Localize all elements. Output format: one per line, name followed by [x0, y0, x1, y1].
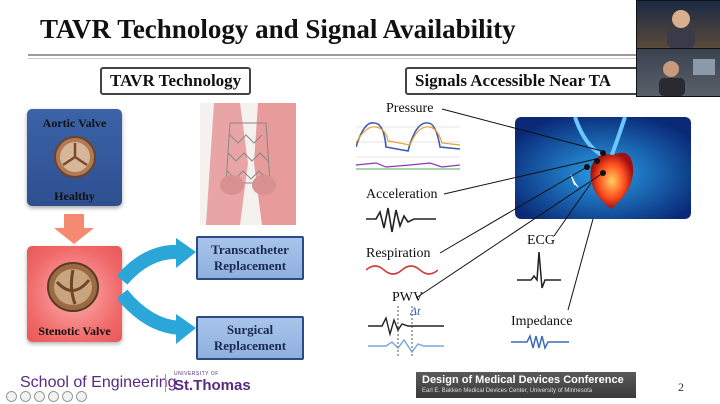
- pressure-waveform: [356, 117, 460, 175]
- down-arrow-icon: [52, 214, 96, 244]
- healthy-valve-image: [53, 135, 97, 179]
- pwv-waveform: [368, 306, 444, 358]
- stenotic-valve-box: Stenotic Valve: [27, 246, 122, 342]
- next-slide-icon[interactable]: [20, 391, 31, 402]
- conference-banner: Design of Medical Devices Conference Ear…: [416, 372, 636, 398]
- slide-title: TAVR Technology and Signal Availability: [40, 14, 516, 45]
- presenter-video-icon: [637, 1, 720, 48]
- title-rule-thin: [28, 58, 718, 59]
- signals-header: Signals Accessible Near TA: [405, 67, 650, 95]
- surgical-line1: Surgical: [227, 322, 273, 338]
- tavr-technology-header: TAVR Technology: [100, 67, 251, 95]
- more-options-icon[interactable]: [76, 391, 87, 402]
- page-number: 2: [678, 380, 684, 395]
- aortic-valve-label: Aortic Valve: [27, 116, 122, 131]
- pressure-label: Pressure: [386, 101, 433, 117]
- surgical-replacement-box: Surgical Replacement: [196, 316, 304, 360]
- curved-arrows: [118, 230, 198, 350]
- conference-title: Design of Medical Devices Conference: [422, 374, 624, 386]
- transcatheter-replacement-box: Transcatheter Replacement: [196, 236, 304, 280]
- impedance-label: Impedance: [511, 314, 572, 330]
- prev-slide-icon[interactable]: [6, 391, 17, 402]
- zoom-icon[interactable]: [62, 391, 73, 402]
- impedance-waveform: [511, 333, 569, 351]
- stent-image: [200, 103, 296, 225]
- conference-subtitle: Earl E. Bakken Medical Devices Center, U…: [422, 388, 592, 394]
- heart-image: [515, 117, 691, 219]
- stenotic-valve-image: [45, 260, 101, 314]
- camera-feed-2[interactable]: [636, 48, 720, 97]
- transcatheter-line2: Replacement: [214, 258, 286, 274]
- respiration-label: Respiration: [366, 246, 431, 262]
- respiration-waveform: [366, 262, 438, 278]
- footer-divider: [165, 374, 166, 392]
- participant-video-icon: [637, 49, 720, 96]
- pen-tool-icon[interactable]: [34, 391, 45, 402]
- title-rule: [28, 54, 718, 56]
- ecg-waveform: [517, 250, 561, 292]
- healthy-label: Healthy: [27, 189, 122, 204]
- camera-feed-1[interactable]: [636, 0, 720, 49]
- surgical-line2: Replacement: [214, 338, 286, 354]
- ecg-label: ECG: [527, 233, 555, 249]
- transcatheter-line1: Transcatheter: [211, 242, 289, 258]
- stenotic-valve-label: Stenotic Valve: [27, 324, 122, 339]
- slides-grid-icon[interactable]: [48, 391, 59, 402]
- healthy-valve-box: Aortic Valve Healthy: [27, 109, 122, 206]
- st-thomas-logo: St.Thomas: [174, 377, 251, 394]
- school-of-engineering-logo: School of Engineering: [20, 374, 177, 392]
- delta-t-label: Δt: [410, 304, 420, 319]
- acceleration-label: Acceleration: [366, 187, 438, 203]
- acceleration-waveform: [366, 204, 436, 234]
